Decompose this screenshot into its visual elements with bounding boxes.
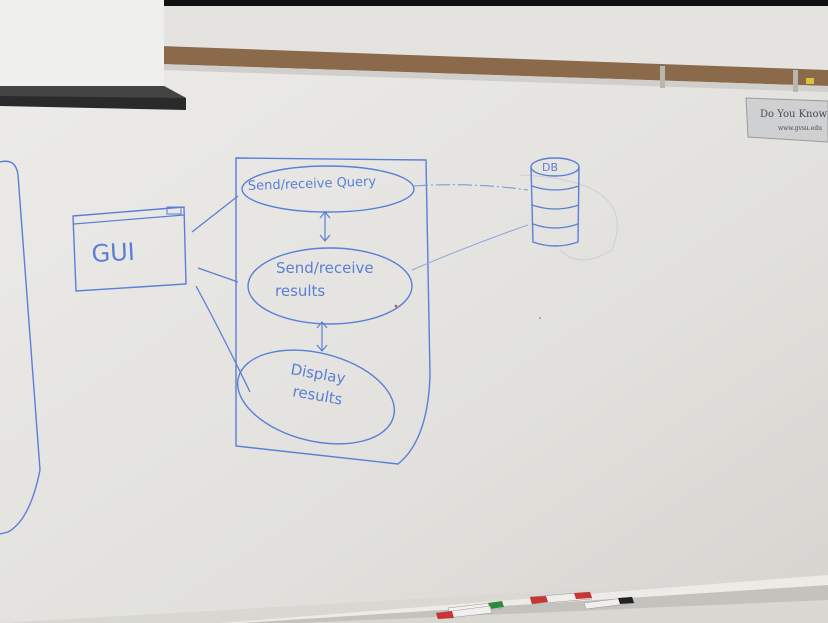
results-ellipse: Send/receive results: [247, 247, 413, 325]
results-display-arrow: [316, 321, 328, 352]
query-label: Send/receive Query: [248, 175, 377, 194]
erased-mark: [519, 174, 618, 261]
results-label-line2: results: [275, 282, 325, 300]
results-to-db-line: [411, 224, 529, 271]
display-ellipse: Display results: [236, 349, 396, 445]
marker-black: [583, 596, 635, 610]
sign-line-1: Do You Know V: [760, 109, 828, 120]
sign-line-2: www.gvsu.edu: [778, 125, 822, 132]
upper-wall: [160, 6, 828, 78]
gui-label: GUI: [91, 238, 136, 268]
gui-to-display-line: [195, 285, 251, 393]
pin: [806, 78, 814, 84]
results-label-line1: Send/receive: [276, 259, 374, 277]
clip-1: [660, 66, 665, 88]
query-results-arrow: [319, 211, 331, 242]
gui-to-query-line: [191, 195, 239, 233]
whiteboard-surface: [0, 60, 828, 623]
db-label: DB: [542, 161, 558, 174]
top-frame: [0, 0, 828, 6]
left-bracket-line: [0, 160, 41, 535]
db-cylinder: DB: [530, 157, 580, 247]
marker-red-1: [435, 605, 493, 620]
marker-red-2: [529, 591, 593, 605]
query-ellipse: Send/receive Query: [241, 165, 415, 213]
query-to-db-line: [413, 184, 529, 191]
marker-tray-lip: [220, 575, 828, 623]
gui-to-results-line: [197, 267, 239, 283]
module-container: [235, 157, 431, 465]
gui-window: GUI: [72, 206, 187, 292]
projector-screen: [0, 0, 164, 86]
red-speck: [539, 317, 541, 319]
clip-2: [793, 70, 798, 92]
posted-sign: Do You Know V www.gvsu.edu: [745, 97, 828, 143]
red-speck: [394, 304, 398, 308]
projector-screen-edge: [0, 86, 186, 98]
